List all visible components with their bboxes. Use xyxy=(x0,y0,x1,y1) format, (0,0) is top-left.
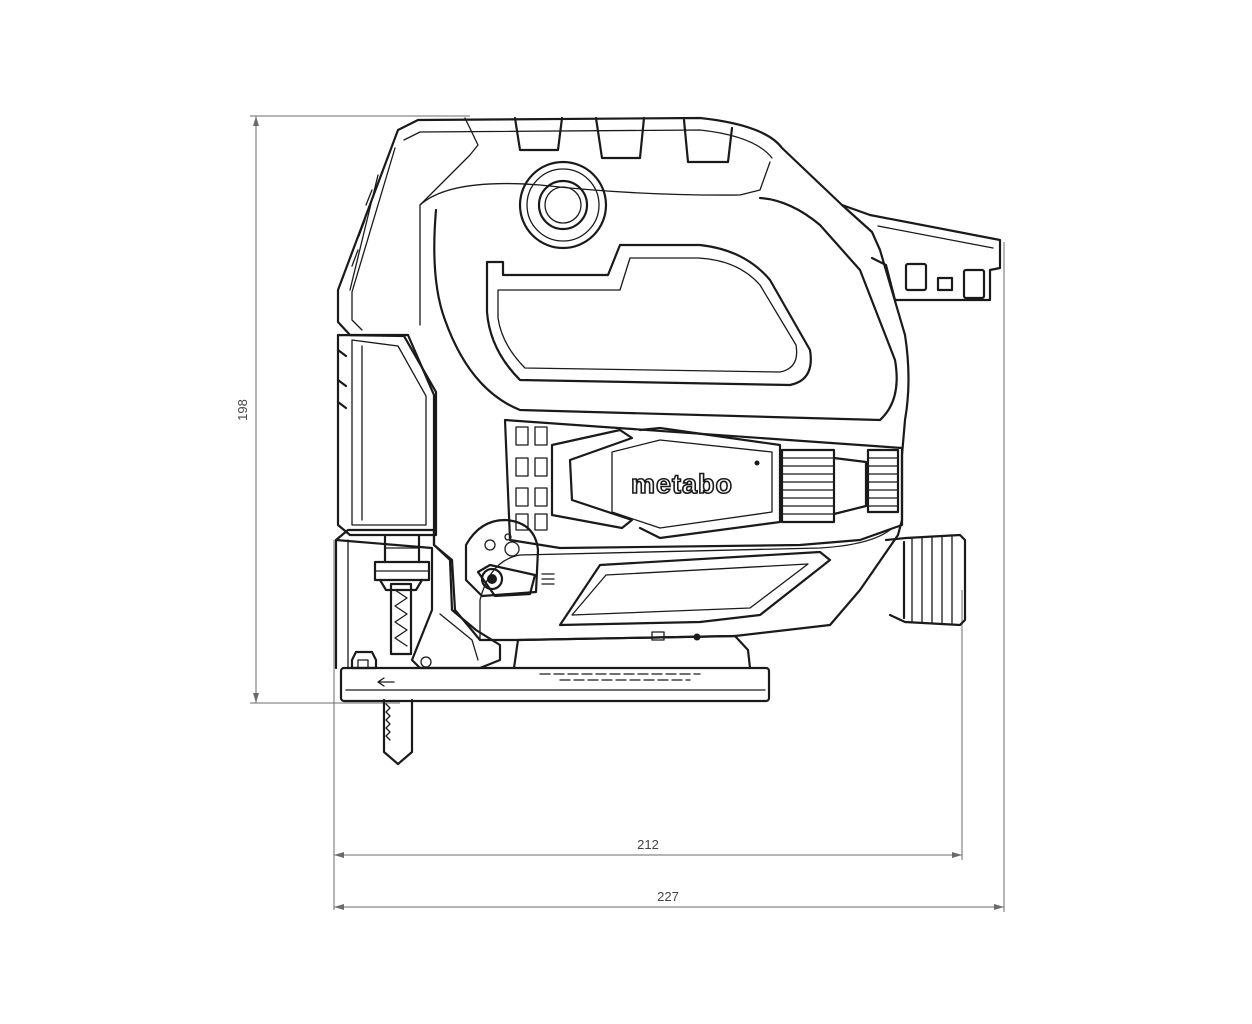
saw-blade xyxy=(373,534,431,766)
dust-extraction-port xyxy=(884,533,967,627)
base-length-label: 212 xyxy=(637,837,659,852)
speed-dial[interactable] xyxy=(518,160,608,250)
base-plate xyxy=(339,631,771,703)
overall-length-label: 227 xyxy=(657,889,679,904)
grip-ribs xyxy=(780,448,900,524)
height-dimension-label: 198 xyxy=(235,399,250,421)
blade-guard xyxy=(336,333,438,537)
dimension-height: 198 xyxy=(235,115,470,704)
cord-guard xyxy=(840,203,1002,302)
pendulum-selector[interactable] xyxy=(464,518,555,598)
brand-logo: metabo xyxy=(631,469,733,499)
dimension-length-base: 212 xyxy=(333,540,963,910)
handle xyxy=(433,196,898,422)
vent-slots xyxy=(515,426,548,531)
dimension-length-overall: 227 xyxy=(334,242,1005,912)
logo-panel: metabo xyxy=(503,418,904,550)
